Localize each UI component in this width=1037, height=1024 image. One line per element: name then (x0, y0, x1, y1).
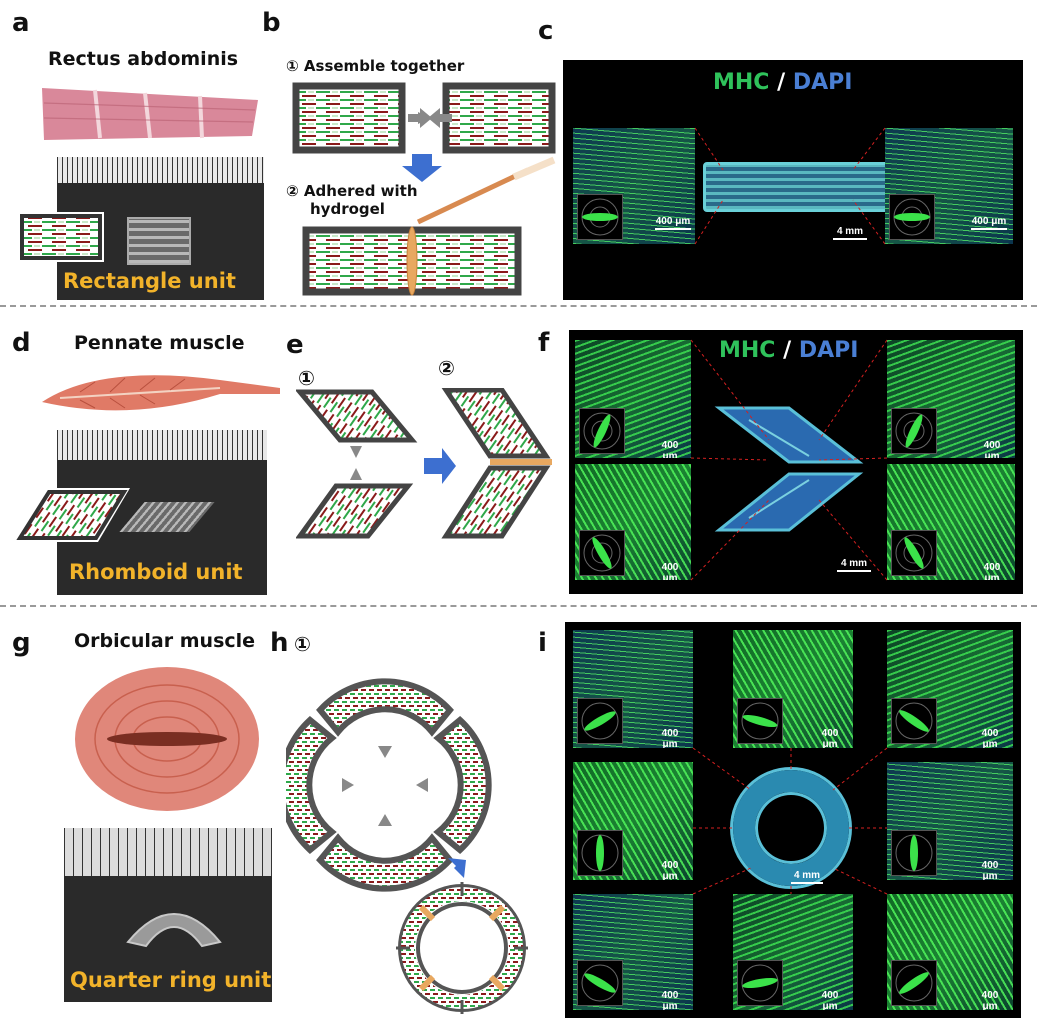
polar-plot (891, 408, 937, 454)
panel-i-tile-8: 400 μm (887, 894, 1013, 1010)
panel-d-label: d (12, 328, 31, 358)
rectangle-unit-label: Rectangle unit (63, 269, 236, 293)
scale-bar-400um: 400 μm (975, 562, 1009, 580)
polar-plot (891, 698, 937, 744)
scale-bar-400um: 400 μm (653, 728, 687, 748)
panel-h-label: h (270, 628, 289, 658)
panel-b-step1: ① Assemble together (286, 57, 465, 75)
panel-a-label: a (12, 8, 30, 38)
panel-c-stain-legend: MHC / DAPI (713, 70, 853, 95)
panel-b-schematic (292, 82, 556, 296)
quarter-ring-scaffold (126, 913, 222, 948)
panel-c-tile-right: 400 μm (885, 128, 1013, 244)
scale-bar-400um: 400 μm (653, 860, 687, 880)
polar-plot (889, 194, 935, 240)
scale-bar-400um: 400 μm (975, 440, 1009, 458)
panel-g-label: g (12, 628, 31, 658)
ruler (57, 157, 264, 183)
scale-bar-4mm: 4 mm (837, 558, 871, 572)
polar-plot (737, 698, 783, 744)
rectus-abdominis-illustration (42, 88, 258, 140)
rectangle-unit-photo: Rectangle unit (57, 157, 264, 300)
panel-c-connectors (694, 127, 886, 245)
scale-bar-400um: 400 μm (653, 562, 687, 580)
scale-bar-400um: 400 μm (653, 440, 687, 458)
scale-bar-400um: 400 μm (655, 216, 691, 230)
polar-plot (891, 960, 937, 1006)
panel-d-title: Pennate muscle (74, 332, 245, 354)
panel-c-label: c (538, 16, 554, 46)
polar-plot (891, 830, 937, 876)
panel-i-micrograph: 400 μm 400 μm 400 μm 400 μm 4 mm 400 μm … (565, 622, 1021, 1018)
row-separator-2 (0, 605, 1037, 607)
panel-b-step2-line1: ② Adhered with (286, 182, 418, 200)
panel-h-schematic (286, 678, 528, 1014)
panel-i-tile-5: 400 μm (887, 762, 1013, 880)
polar-plot (891, 530, 937, 576)
scale-bar-400um: 400 μm (813, 728, 847, 748)
panel-f-stain-legend: MHC / DAPI (719, 338, 859, 363)
pennate-muscle-illustration (42, 375, 280, 411)
scale-bar-400um: 400 μm (973, 990, 1007, 1010)
panel-i-label: i (538, 628, 547, 658)
polar-plot (577, 960, 623, 1006)
polar-plot (577, 194, 623, 240)
panel-c-tile-left: 400 μm (573, 128, 695, 244)
panel-i-connectors (692, 747, 888, 895)
panel-e-label: e (286, 330, 304, 360)
panel-f-connectors (690, 339, 888, 581)
scale-bar-4mm: 4 mm (791, 870, 823, 884)
rectangle-unit-schematic (18, 212, 104, 262)
quarter-ring-unit-photo: Quarter ring unit (64, 828, 272, 1002)
rhomboid-scaffold (119, 502, 215, 532)
orbicular-muscle-illustration (75, 667, 259, 811)
panel-e-step2: ② (438, 356, 455, 380)
panel-h-step1: ① (294, 632, 311, 656)
panel-f-label: f (538, 328, 550, 358)
scale-bar-400um: 400 μm (973, 728, 1007, 748)
panel-i-tile-1: 400 μm (573, 630, 693, 748)
polar-plot (577, 698, 623, 744)
panel-b-step2-line2: hydrogel (310, 200, 385, 218)
panel-c-micrograph: MHC / DAPI 400 μm 4 mm 400 μm (563, 60, 1023, 300)
scale-bar-400um: 400 μm (973, 860, 1007, 880)
panel-i-tile-3: 400 μm (887, 630, 1013, 748)
scale-bar-4mm: 4 mm (833, 226, 867, 240)
polar-plot (579, 408, 625, 454)
panel-i-tile-6: 400 μm (573, 894, 693, 1010)
panel-f-micrograph: MHC / DAPI 400 μm 400 μm 400 μm 400 μm 4… (569, 330, 1023, 594)
scale-bar-400um: 400 μm (971, 216, 1007, 230)
panel-i-tile-7: 400 μm (733, 894, 853, 1010)
panel-b-label: b (262, 8, 281, 38)
ruler (57, 430, 267, 460)
rhomboid-unit-label: Rhomboid unit (69, 560, 243, 584)
panel-e-step1: ① (298, 366, 315, 390)
panel-g-title: Orbicular muscle (74, 630, 256, 652)
polar-plot (577, 830, 623, 876)
scale-bar-400um: 400 μm (813, 990, 847, 1010)
panel-f-tile-top-left: 400 μm (575, 340, 691, 458)
panel-i-tile-4: 400 μm (573, 762, 693, 880)
panel-a-title: Rectus abdominis (48, 48, 239, 70)
polar-plot (579, 530, 625, 576)
rectangle-scaffold (127, 217, 191, 265)
polar-plot (737, 960, 783, 1006)
scale-bar-400um: 400 μm (653, 990, 687, 1010)
quarter-ring-unit-label: Quarter ring unit (70, 968, 272, 992)
rhomboid-unit-schematic (14, 488, 130, 542)
panel-i-tile-2: 400 μm (733, 630, 853, 748)
row-separator-1 (0, 305, 1037, 307)
panel-f-tile-top-right: 400 μm (887, 340, 1015, 458)
ruler (64, 828, 272, 876)
panel-c-scaffold (703, 162, 889, 212)
panel-f-tile-bottom-right: 400 μm (887, 464, 1015, 580)
panel-e-schematic (296, 388, 552, 539)
panel-f-tile-bottom-left: 400 μm (575, 464, 691, 580)
